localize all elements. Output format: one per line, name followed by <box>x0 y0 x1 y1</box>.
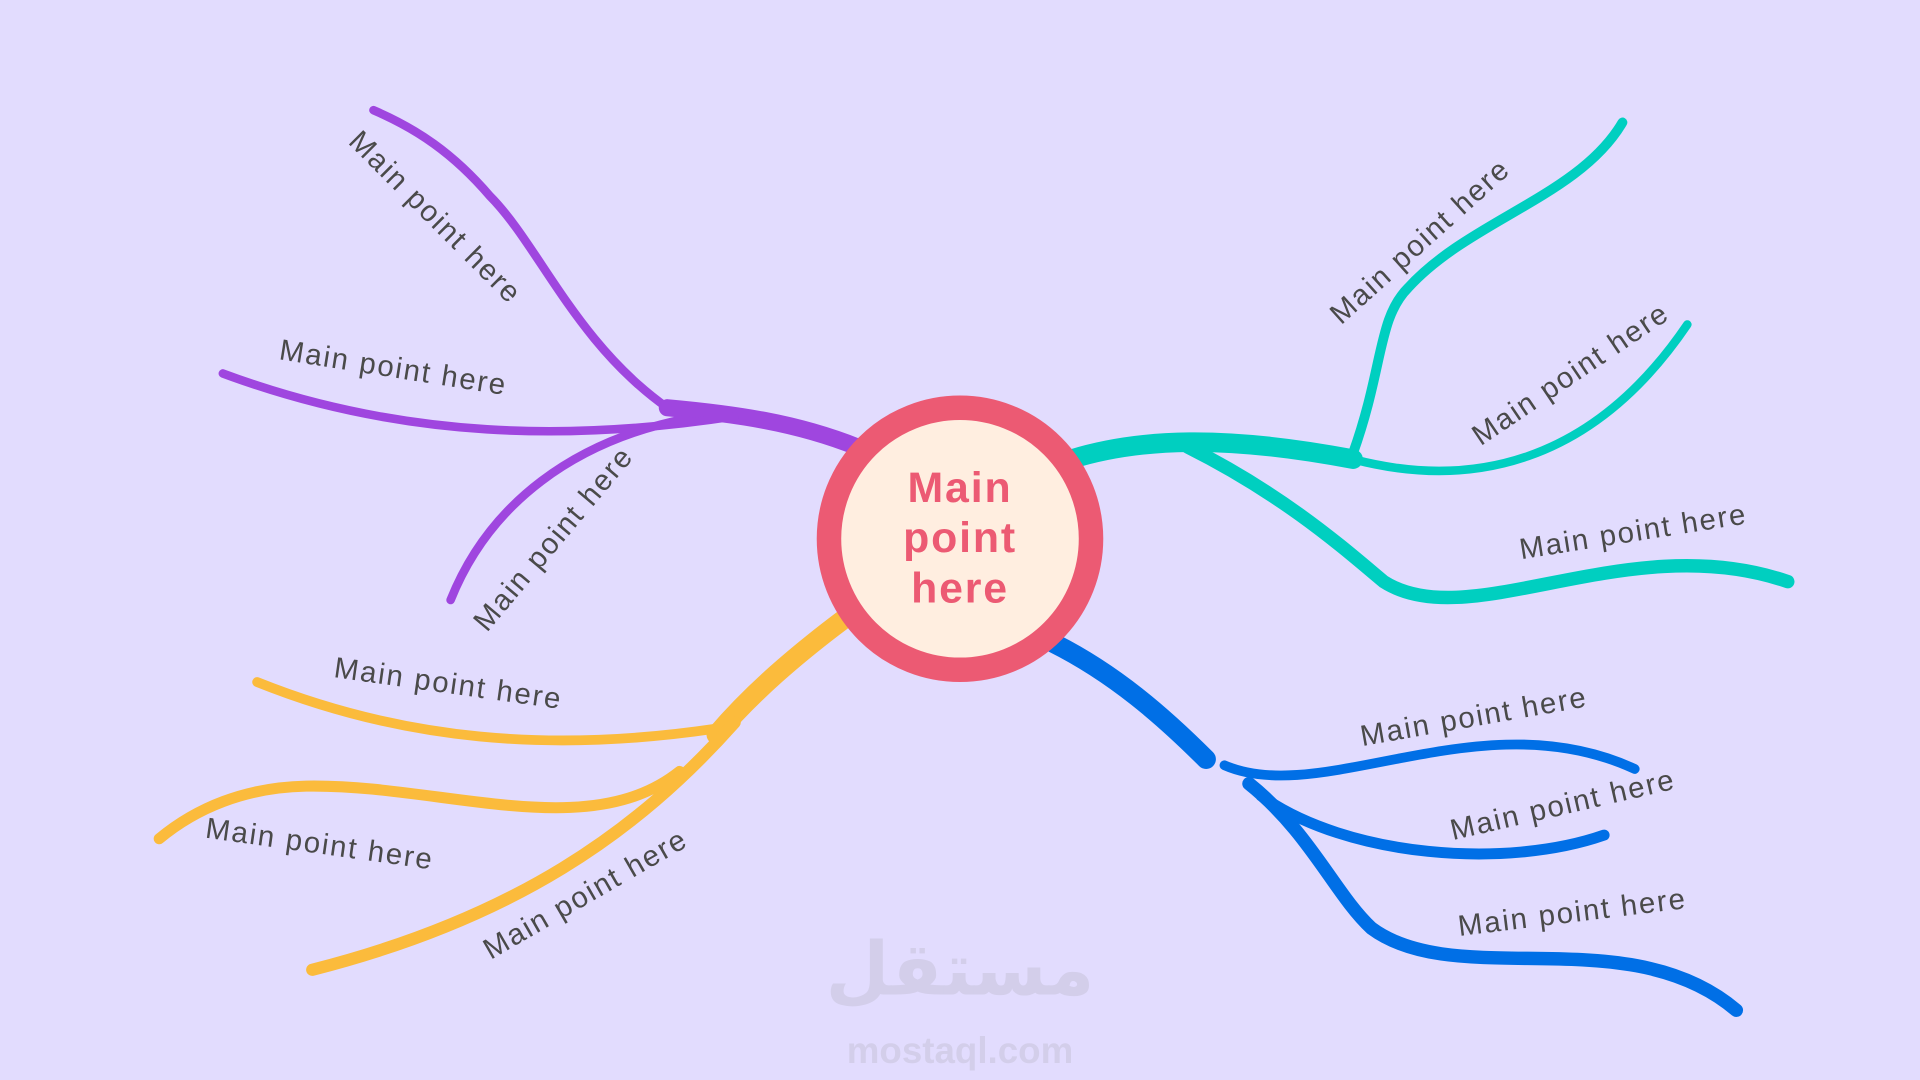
center-text-line-1: Main <box>908 464 1013 512</box>
branch-purple-sub-3 <box>446 414 691 605</box>
branch-yellow-sub-3 <box>306 716 741 976</box>
teal-label-1: Main point here <box>1324 152 1517 330</box>
teal-label-3: Main point here <box>1517 498 1749 567</box>
yellow-label-2: Main point here <box>203 812 435 877</box>
branch-teal-sub-3 <box>1181 440 1795 605</box>
branch-purple <box>218 105 866 605</box>
branch-blue-sub-3 <box>1242 776 1744 1017</box>
branch-teal-sub-2 <box>1348 320 1692 476</box>
branch-blue-sub-2 <box>1255 790 1610 860</box>
branch-yellow-sub-1 <box>252 677 722 746</box>
watermark: مستقل mostaql.com <box>826 927 1095 1071</box>
watermark-arabic: مستقل <box>826 927 1095 1010</box>
branch-purple-sub-1 <box>369 105 672 413</box>
center-text-line-3: here <box>911 564 1009 612</box>
yellow-label-1: Main point here <box>332 651 564 716</box>
center-text-line-2: point <box>903 514 1017 562</box>
branch-teal <box>1061 117 1795 605</box>
branch-teal-sub-1 <box>1348 117 1628 458</box>
purple-label-1: Main point here <box>342 124 528 310</box>
branch-yellow <box>153 608 855 976</box>
center-node: Main point here <box>816 395 1104 683</box>
branch-blue <box>1043 633 1744 1017</box>
blue-label-3: Main point here <box>1456 882 1688 943</box>
branch-yellow-sub-2 <box>153 765 686 845</box>
blue-label-2: Main point here <box>1447 763 1679 847</box>
watermark-latin: mostaql.com <box>847 1030 1073 1071</box>
purple-label-2: Main point here <box>277 333 509 402</box>
branch-blue-trunk <box>1043 633 1216 769</box>
branch-blue-sub-1 <box>1219 739 1640 781</box>
center-circle <box>816 395 1104 683</box>
branch-purple-trunk <box>658 399 866 456</box>
